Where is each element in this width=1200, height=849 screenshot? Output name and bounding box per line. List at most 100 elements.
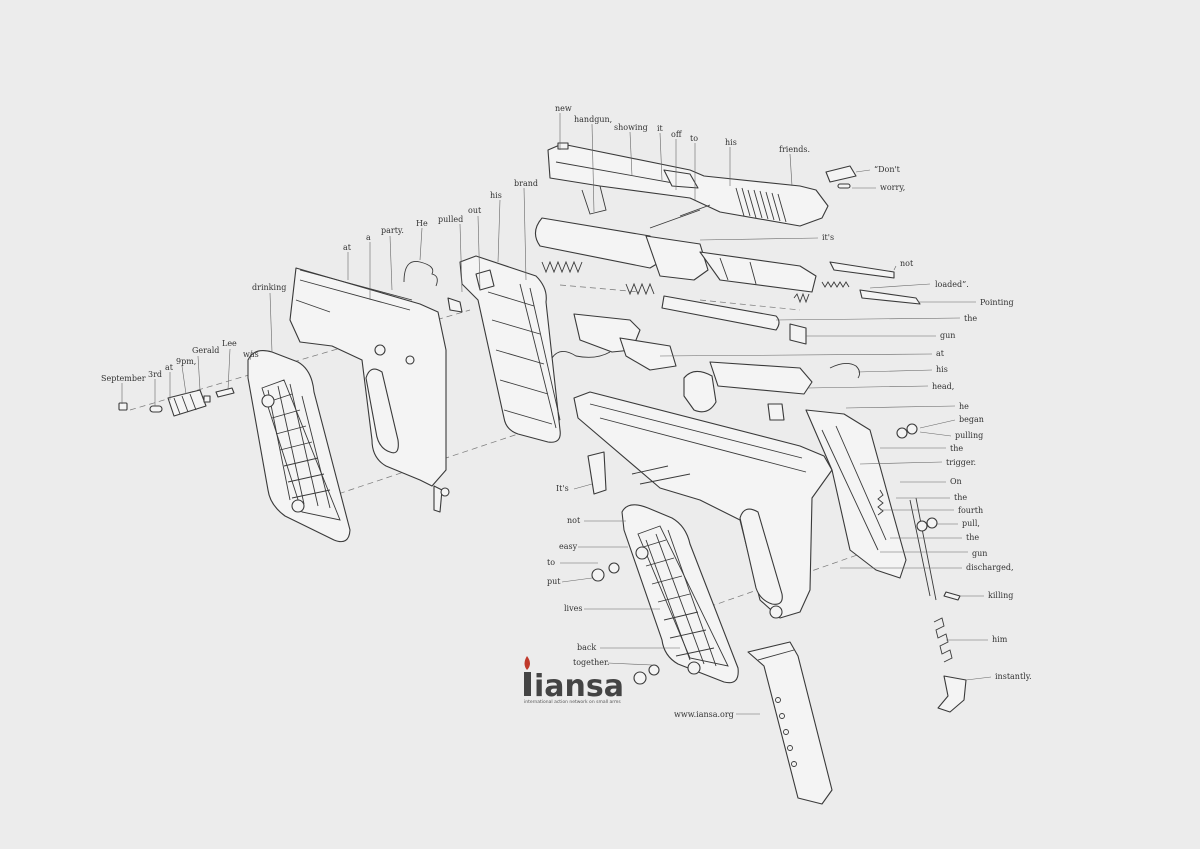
- leader-line: [859, 461, 943, 465]
- leader-line: [269, 292, 273, 353]
- leader-line: [659, 132, 663, 181]
- story-word-label: pulling: [955, 431, 983, 440]
- leader-line: [607, 662, 653, 666]
- story-word-label: his: [936, 365, 948, 374]
- leader-line: [197, 355, 201, 391]
- grip-frame-part: [459, 255, 561, 443]
- spring-part: [829, 363, 861, 379]
- story-word-label: On: [950, 477, 962, 486]
- story-word-label: friends.: [779, 145, 810, 154]
- leader-line: [789, 153, 793, 187]
- lower-frame-part: [573, 391, 833, 619]
- pin-part: [631, 465, 691, 485]
- story-word-label: easy: [559, 542, 578, 551]
- story-word-label: new: [555, 104, 572, 113]
- leader-line: [561, 577, 593, 583]
- story-word-label: to: [547, 558, 555, 567]
- leader-line: [629, 131, 633, 177]
- story-word-label: Gerald: [192, 346, 219, 355]
- leader-line: [249, 349, 253, 361]
- story-word-label: his: [725, 138, 737, 147]
- recoil-spring-part: [541, 260, 583, 274]
- leader-line: [573, 483, 593, 490]
- website-link[interactable]: www.iansa.org: [674, 710, 734, 719]
- plug-part: [789, 323, 807, 345]
- trigger-part: [587, 451, 607, 495]
- story-word-label: a: [366, 233, 371, 242]
- story-word-label: back: [577, 643, 596, 652]
- firing-pin-spring-part: [793, 292, 810, 304]
- disconnector-part: [619, 337, 677, 371]
- recoil-spring-part: [625, 282, 655, 296]
- logo-wordmark: iansa: [534, 669, 624, 704]
- leader-line: [497, 199, 501, 263]
- story-word-label: September: [101, 374, 146, 383]
- story-word-label: his: [490, 191, 502, 200]
- assembly-axis: [559, 284, 801, 311]
- story-word-label: party.: [381, 226, 404, 235]
- story-word-label: 3rd: [148, 370, 162, 379]
- leader-line: [919, 431, 952, 437]
- leader-line: [181, 365, 187, 395]
- leader-line: [419, 227, 423, 261]
- right-grip-panel: [621, 504, 739, 684]
- story-word-label: to: [690, 134, 698, 143]
- leader-line: [477, 215, 481, 291]
- leader-line: [893, 265, 897, 271]
- story-word-label: it's: [822, 233, 834, 242]
- leader-line: [869, 283, 931, 289]
- story-word-label: discharged,: [966, 563, 1014, 572]
- story-word-label: off: [671, 130, 683, 139]
- rear-sight-part: [825, 165, 857, 183]
- story-word-label: pulled: [438, 215, 463, 224]
- spring-part: [403, 260, 438, 287]
- plunger-part: [943, 591, 961, 601]
- iansa-logo: iansa international action network on sm…: [524, 656, 624, 705]
- pin-part: [837, 183, 851, 189]
- leader-line: [591, 123, 595, 213]
- story-word-label: not: [567, 516, 581, 525]
- story-word-label: it: [657, 124, 664, 133]
- story-word-label: head,: [932, 382, 954, 391]
- magazine-catch-part: [767, 403, 785, 421]
- story-word-label: handgun,: [574, 115, 612, 124]
- leader-line: [855, 169, 871, 173]
- story-word-label: 9pm,: [176, 357, 196, 366]
- housing-pin-part: [937, 675, 967, 713]
- story-word-label: the: [954, 493, 967, 502]
- magazine-part: [747, 641, 833, 805]
- left-grip-panel: [247, 350, 351, 543]
- pin-part: [447, 297, 463, 313]
- story-word-label: was: [243, 350, 259, 359]
- firing-pin-spring-part: [821, 281, 850, 288]
- pin-part: [649, 204, 711, 229]
- story-word-label: at: [343, 243, 352, 252]
- logo-tagline: international action network on small ar…: [524, 699, 621, 705]
- story-word-label: showing: [614, 123, 648, 132]
- story-word-label: gun: [972, 549, 987, 558]
- story-word-label: at: [936, 349, 945, 358]
- leader-line: [919, 419, 956, 429]
- bushing-parts: [896, 423, 938, 532]
- story-word-label: he: [959, 402, 969, 411]
- leader-line: [965, 676, 992, 681]
- flame-icon: [524, 656, 530, 670]
- story-word-label: brand: [514, 179, 538, 188]
- story-word-label: began: [959, 415, 984, 424]
- sear-spring-part: [709, 361, 813, 395]
- story-word-label: trigger.: [946, 458, 976, 467]
- mainspring-part: [933, 617, 953, 663]
- front-sight-pin-part: [118, 387, 235, 417]
- story-word-label: the: [950, 444, 963, 453]
- story-word-label: killing: [988, 591, 1013, 600]
- story-word-label: gun: [940, 331, 955, 340]
- firing-pin-part: [859, 289, 921, 305]
- grip-screw-parts: [591, 562, 660, 685]
- story-word-label: instantly.: [995, 672, 1032, 681]
- frame-part: [289, 267, 450, 513]
- leader-lines: [121, 113, 992, 681]
- barrel-part: [534, 217, 817, 293]
